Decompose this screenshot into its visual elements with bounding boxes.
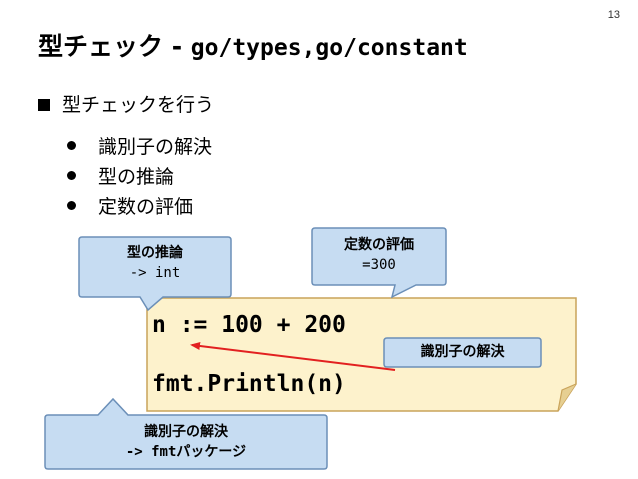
callout-ident-pkg-detail-mono: -> fmt [125, 444, 177, 460]
sub-bullet-item: 定数の評価 [67, 190, 214, 220]
callout-type-infer [78, 236, 232, 312]
callout-ident-pkg-text: 識別子の解決 -> fmtパッケージ [45, 422, 327, 462]
callout-const-eval-detail: =300 [362, 257, 396, 273]
callout-type-infer-detail: -> int [129, 265, 181, 281]
callout-ident-inline-title: 識別子の解決 [420, 344, 505, 360]
callout-ident-pkg-detail-jp: パッケージ [176, 444, 247, 460]
callout-ident-inline-text: 識別子の解決 [384, 342, 541, 362]
dot-bullet-icon [67, 200, 76, 210]
callout-ident-pkg-title: 識別子の解決 [144, 424, 228, 440]
callout-ident-inline [383, 337, 542, 368]
square-bullet-icon [38, 99, 50, 111]
bullet-main: 型チェックを行う [38, 92, 214, 118]
callout-type-infer-title: 型の推論 [127, 245, 183, 261]
sub-bullet-text: 識別子の解決 [98, 135, 213, 158]
sub-bullet-item: 識別子の解決 [67, 130, 214, 160]
page-number: 13 [607, 9, 620, 21]
sub-bullet-item: 型の推論 [67, 160, 214, 190]
code-box-fold [557, 383, 577, 412]
sub-bullet-list: 識別子の解決 型の推論 定数の評価 [67, 130, 214, 220]
dot-bullet-icon [67, 170, 76, 180]
callout-const-eval-title: 定数の評価 [344, 237, 414, 253]
bullet-list: 型チェックを行う 識別子の解決 型の推論 定数の評価 [38, 92, 214, 220]
code-line-1: n := 100 + 200 [152, 312, 346, 338]
callout-const-eval [311, 227, 447, 299]
red-arrow-icon [190, 342, 396, 371]
slide-title: 型チェック - go/types,go/constant [38, 32, 468, 63]
callout-ident-pkg [44, 397, 328, 470]
callout-type-infer-text: 型の推論 -> int [79, 243, 231, 283]
title-mono: go/types,go/constant [190, 35, 468, 61]
title-jp: 型チェック - [38, 32, 191, 61]
dot-bullet-icon [67, 140, 76, 150]
callout-ident-pkg-detail: -> fmtパッケージ [45, 442, 327, 462]
sub-bullet-text: 型の推論 [98, 165, 175, 188]
bullet-main-text: 型チェックを行う [62, 94, 215, 116]
code-line-2: fmt.Println(n) [152, 371, 346, 397]
callout-const-eval-text: 定数の評価 =300 [312, 235, 446, 275]
sub-bullet-text: 定数の評価 [98, 195, 194, 218]
